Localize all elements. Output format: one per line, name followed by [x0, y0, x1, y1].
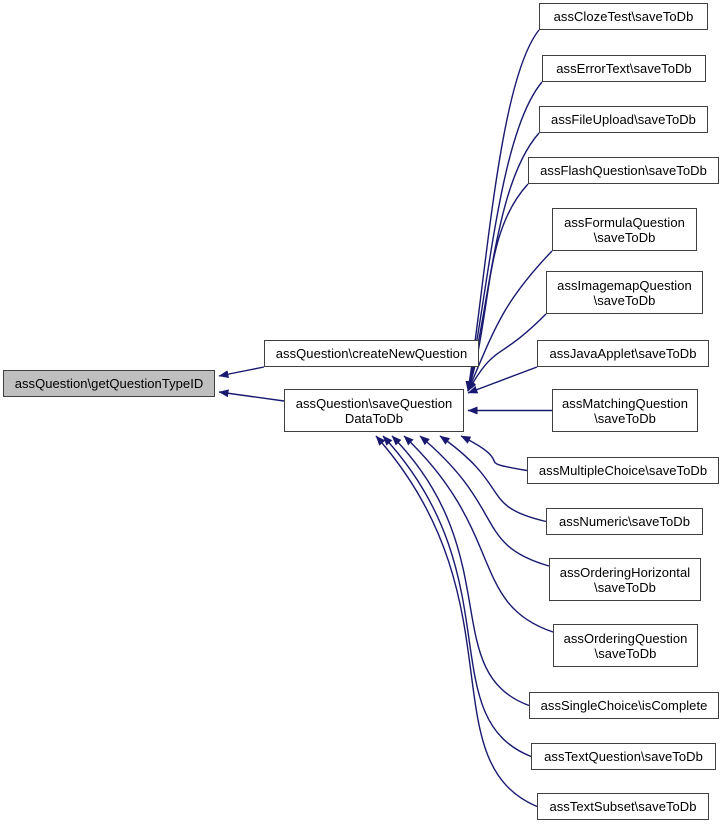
edge-assImagemapQuestion-to-saveQuestionDataToDb: [467, 313, 547, 392]
edge-assTextSubset-to-saveQuestionDataToDb: [375, 435, 538, 808]
graph-node-assMatchingQuestion[interactable]: assMatchingQuestion \saveToDb: [552, 389, 698, 432]
edge-assClozeTest-to-saveQuestionDataToDb: [465, 29, 540, 392]
edge-assTextQuestion-to-saveQuestionDataToDb: [382, 435, 532, 758]
graph-node-assMultipleChoice[interactable]: assMultipleChoice\saveToDb: [527, 457, 719, 484]
graph-node-assTextSubset[interactable]: assTextSubset\saveToDb: [537, 793, 709, 820]
edge-assJavaApplet-to-saveQuestionDataToDb: [467, 366, 538, 394]
graph-node-assTextQuestion[interactable]: assTextQuestion\saveToDb: [531, 743, 716, 770]
graph-node-assFlashQuestion[interactable]: assFlashQuestion\saveToDb: [528, 157, 719, 184]
graph-node-assFileUpload[interactable]: assFileUpload\saveToDb: [539, 106, 708, 133]
edge-assFormulaQuestion-to-saveQuestionDataToDb: [467, 250, 553, 392]
graph-node-createNewQuestion[interactable]: assQuestion\createNewQuestion: [264, 340, 479, 367]
graph-node-assImagemapQuestion[interactable]: assImagemapQuestion \saveToDb: [546, 271, 703, 314]
edge-assOrderingHorizontal-to-saveQuestionDataToDb: [419, 435, 550, 567]
graph-node-assSingleChoice[interactable]: assSingleChoice\isComplete: [529, 692, 719, 719]
graph-node-assOrderingHorizontal[interactable]: assOrderingHorizontal \saveToDb: [549, 558, 701, 601]
edge-createNewQuestion-to-getQuestionTypeID: [218, 366, 265, 379]
graph-node-assErrorText[interactable]: assErrorText\saveToDb: [542, 55, 706, 82]
edge-assSingleChoice-to-saveQuestionDataToDb: [391, 435, 530, 707]
edge-assErrorText-to-saveQuestionDataToDb: [465, 81, 543, 392]
graph-node-assClozeTest[interactable]: assClozeTest\saveToDb: [539, 3, 708, 30]
graph-node-assFormulaQuestion[interactable]: assFormulaQuestion \saveToDb: [552, 208, 697, 251]
graph-node-assJavaApplet[interactable]: assJavaApplet\saveToDb: [537, 340, 709, 367]
graph-node-saveQuestionDataToDb[interactable]: assQuestion\saveQuestion DataToDb: [284, 389, 464, 432]
graph-node-assNumeric[interactable]: assNumeric\saveToDb: [546, 508, 703, 535]
graph-node-assOrderingQuestion[interactable]: assOrderingQuestion \saveToDb: [553, 624, 698, 667]
edge-assMultipleChoice-to-saveQuestionDataToDb: [460, 435, 528, 472]
edge-saveQuestionDataToDb-to-getQuestionTypeID: [218, 389, 285, 402]
graph-node-getQuestionTypeID[interactable]: assQuestion\getQuestionTypeID: [3, 370, 215, 397]
